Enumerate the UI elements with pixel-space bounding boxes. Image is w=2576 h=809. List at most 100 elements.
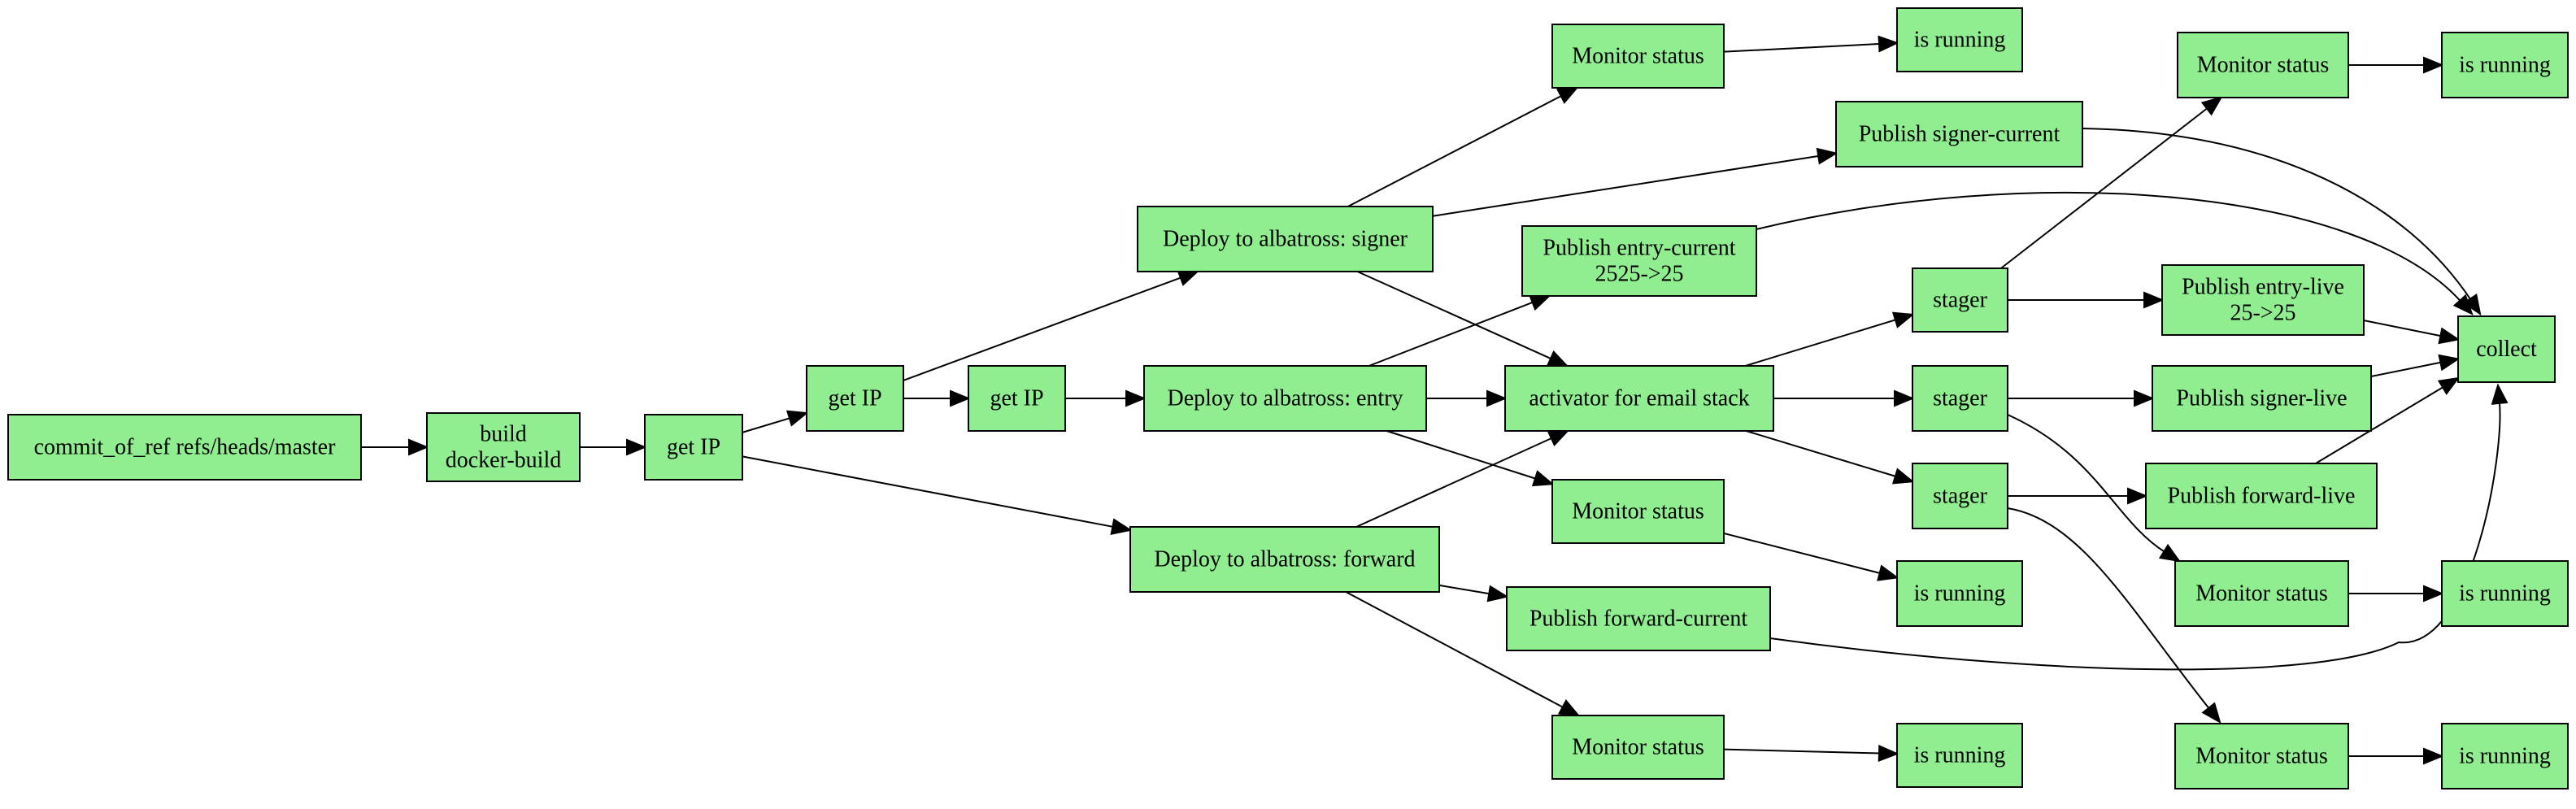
node-box	[1137, 206, 1434, 272]
edge-dep_entry-to-mon_entry	[1386, 430, 1555, 487]
arrowhead-icon	[2158, 543, 2182, 563]
arrowhead-icon	[2423, 585, 2444, 602]
arrowhead-icon	[2143, 291, 2165, 309]
node-label: stager	[1933, 288, 1988, 313]
arrowhead-icon	[1531, 470, 1555, 487]
node-commit: commit_of_ref refs/heads/master	[7, 414, 362, 481]
edge-line	[1356, 271, 1553, 360]
node-box	[2441, 32, 2569, 98]
edge-activator-to-stager2	[1773, 389, 1915, 407]
edge-mon_forward-to-run_forward	[1723, 744, 1899, 762]
arrowhead-icon	[1177, 270, 1200, 286]
edge-line	[1723, 748, 1882, 755]
arrowhead-icon	[1891, 468, 1915, 485]
node-pub_signer_live: Publish signer-live	[2152, 365, 2372, 432]
arrowhead-icon	[1486, 585, 1509, 602]
arrowhead-icon	[2437, 376, 2461, 395]
arrowhead-icon	[2201, 702, 2221, 724]
node-label: activator for email stack	[1529, 386, 1749, 411]
edge-mon_entry-to-run_entry	[1723, 532, 1899, 581]
arrowhead-icon	[2134, 389, 2155, 407]
arrowhead-icon	[2127, 487, 2148, 505]
edge-dep_forward-to-pub_forward_cur	[1438, 584, 1509, 602]
node-mon_s1: Monitor status	[2177, 32, 2349, 98]
edge-getip2-to-dep_signer	[903, 270, 1200, 381]
edge-dep_forward-to-mon_forward	[1345, 591, 1581, 717]
node-label: get IP	[990, 386, 1043, 411]
edge-line	[1746, 430, 1898, 478]
node-box	[2441, 560, 2569, 627]
edge-mon_s2-to-run_s2	[2348, 585, 2444, 602]
node-stager2: stager	[1912, 365, 2008, 432]
edge-line	[1769, 401, 2501, 671]
node-box	[1143, 365, 1427, 432]
arrowhead-icon	[2452, 294, 2474, 315]
edge-pub_signer_cur-to-collect	[2082, 128, 2482, 316]
node-mon_entry: Monitor status	[1551, 479, 1725, 544]
node-label: Publish forward-live	[2168, 484, 2356, 509]
edge-commit-to-build	[361, 438, 429, 456]
node-label: is running	[1914, 743, 2006, 768]
node-box	[1129, 526, 1440, 593]
node-run_entry: is running	[1896, 560, 2023, 627]
edge-line	[1723, 42, 1882, 53]
node-label: collect	[2476, 337, 2537, 362]
node-pub_signer_cur: Publish signer-current	[1835, 101, 2083, 167]
node-box	[806, 365, 904, 432]
node-label: is running	[1914, 28, 2006, 53]
node-box	[2457, 315, 2556, 383]
node-box	[1551, 715, 1725, 780]
edge-stager2-to-pub_signer_live	[2008, 389, 2155, 407]
edge-dep_signer-to-pub_signer_cur	[1432, 147, 1838, 217]
node-mon_s3: Monitor status	[2174, 723, 2349, 789]
edge-line	[2363, 320, 2443, 337]
edge-line	[2370, 361, 2443, 377]
arrowhead-icon	[2438, 327, 2461, 345]
edge-line	[1386, 430, 1538, 481]
node-box	[426, 412, 581, 482]
node-label: is running	[1914, 581, 2006, 607]
node-dep_forward: Deploy to albatross: forward	[1129, 526, 1440, 593]
arrowhead-icon	[1877, 564, 1899, 581]
node-label: Monitor status	[1572, 499, 1704, 524]
node-run_signer: is running	[1896, 7, 2023, 72]
edge-line	[1347, 94, 1563, 207]
node-box	[2152, 365, 2372, 432]
node-box	[644, 414, 743, 481]
arrowhead-icon	[1547, 429, 1570, 447]
edge-line	[2082, 128, 2472, 301]
node-box	[2174, 560, 2349, 627]
node-box	[968, 365, 1066, 432]
edge-pub_signer_live-to-collect	[2370, 354, 2461, 377]
node-label: Monitor status	[2195, 581, 2328, 607]
node-label: Publish signer-live	[2176, 386, 2347, 411]
edge-getip1-to-getip2	[742, 410, 809, 433]
edge-activator-to-stager1	[1745, 311, 1915, 367]
node-label: Publish entry-live	[2182, 275, 2344, 300]
node-label: commit_of_ref refs/heads/master	[34, 435, 337, 460]
node-box	[1521, 225, 1757, 297]
node-pub_forward_live: Publish forward-live	[2145, 463, 2378, 529]
arrowhead-icon	[1556, 86, 1579, 104]
edge-stager2-to-mon_s2	[2007, 414, 2182, 563]
node-label: Deploy to albatross: entry	[1167, 386, 1403, 411]
arrowhead-icon	[1878, 35, 1899, 53]
edge-mon_s1-to-run_s1	[2348, 56, 2444, 74]
node-box	[2441, 723, 2569, 789]
node-mon_s2: Monitor status	[2174, 560, 2349, 627]
edge-line	[2000, 107, 2209, 269]
node-label: 2525->25	[1595, 262, 1683, 287]
arrowhead-icon	[785, 410, 809, 427]
node-label: Monitor status	[2197, 53, 2330, 78]
node-box	[1912, 463, 2008, 529]
node-run_s3: is running	[2441, 723, 2569, 789]
node-run_s2: is running	[2441, 560, 2569, 627]
arrowhead-icon	[2491, 383, 2509, 405]
arrowhead-icon	[626, 438, 647, 456]
node-box	[2177, 32, 2349, 98]
node-dep_signer: Deploy to albatross: signer	[1137, 206, 1434, 272]
node-getip1: get IP	[644, 414, 743, 481]
arrowhead-icon	[1878, 744, 1899, 762]
node-label: is running	[2459, 53, 2551, 78]
